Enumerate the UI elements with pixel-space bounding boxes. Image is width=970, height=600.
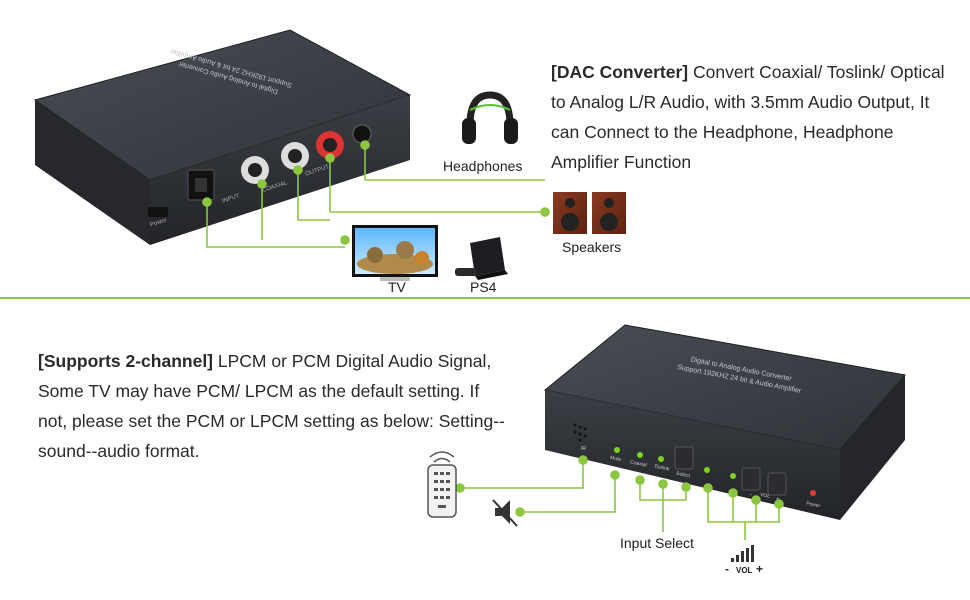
volume-bars-icon [731, 545, 754, 562]
dac-device-front [543, 324, 906, 520]
vol-plus-button[interactable] [767, 472, 787, 496]
headphones-label: Headphones [443, 158, 523, 174]
vol-led-1 [704, 467, 710, 473]
dac-converter-text: Convert Coaxial/ Toslink/ Optical to Ana… [551, 62, 945, 172]
vol-led-2 [730, 473, 736, 479]
section-divider [0, 297, 970, 299]
front-leds [614, 447, 816, 496]
headphone-jack [352, 124, 372, 144]
tv-icon [352, 225, 438, 281]
vol-minus-caption: - [725, 562, 729, 576]
dac-device-rear [33, 29, 550, 248]
tv-label: TV [388, 279, 406, 295]
ir-grille [573, 423, 587, 442]
vol-plus-caption: + [756, 562, 764, 576]
ps4-icon [455, 237, 508, 280]
vol-caption: VOL [736, 566, 753, 575]
mute-speaker-icon [492, 499, 518, 527]
mute-led [614, 447, 620, 453]
two-channel-description: [Supports 2-channel] LPCM or PCM Digital… [38, 346, 508, 466]
power-port [148, 207, 168, 217]
bottom-connection-lines [455, 455, 784, 540]
toslink-led [658, 456, 664, 462]
coaxial-led [637, 452, 643, 458]
input-select-label: Input Select [620, 535, 694, 551]
dac-converter-heading: [DAC Converter] [551, 62, 689, 82]
select-button[interactable] [674, 446, 694, 470]
remote-control-icon [427, 451, 457, 518]
front-vol-minus-label: - [750, 492, 752, 498]
front-ir-label: IR [581, 446, 586, 452]
rear-ports [148, 124, 372, 217]
headphones-icon [462, 91, 518, 144]
power-led [810, 490, 816, 496]
vol-minus-button[interactable] [741, 467, 761, 491]
dac-converter-description: [DAC Converter] Convert Coaxial/ Toslink… [551, 57, 951, 177]
speakers-icon [553, 192, 626, 234]
speakers-label: Speakers [562, 239, 622, 255]
front-vol-plus-label: + [776, 497, 780, 503]
ps4-label: PS4 [470, 279, 497, 295]
two-channel-text: LPCM or PCM Digital Audio Signal, Some T… [38, 351, 505, 461]
top-connection-lines [202, 140, 550, 248]
two-channel-heading: [Supports 2-channel] [38, 351, 214, 371]
